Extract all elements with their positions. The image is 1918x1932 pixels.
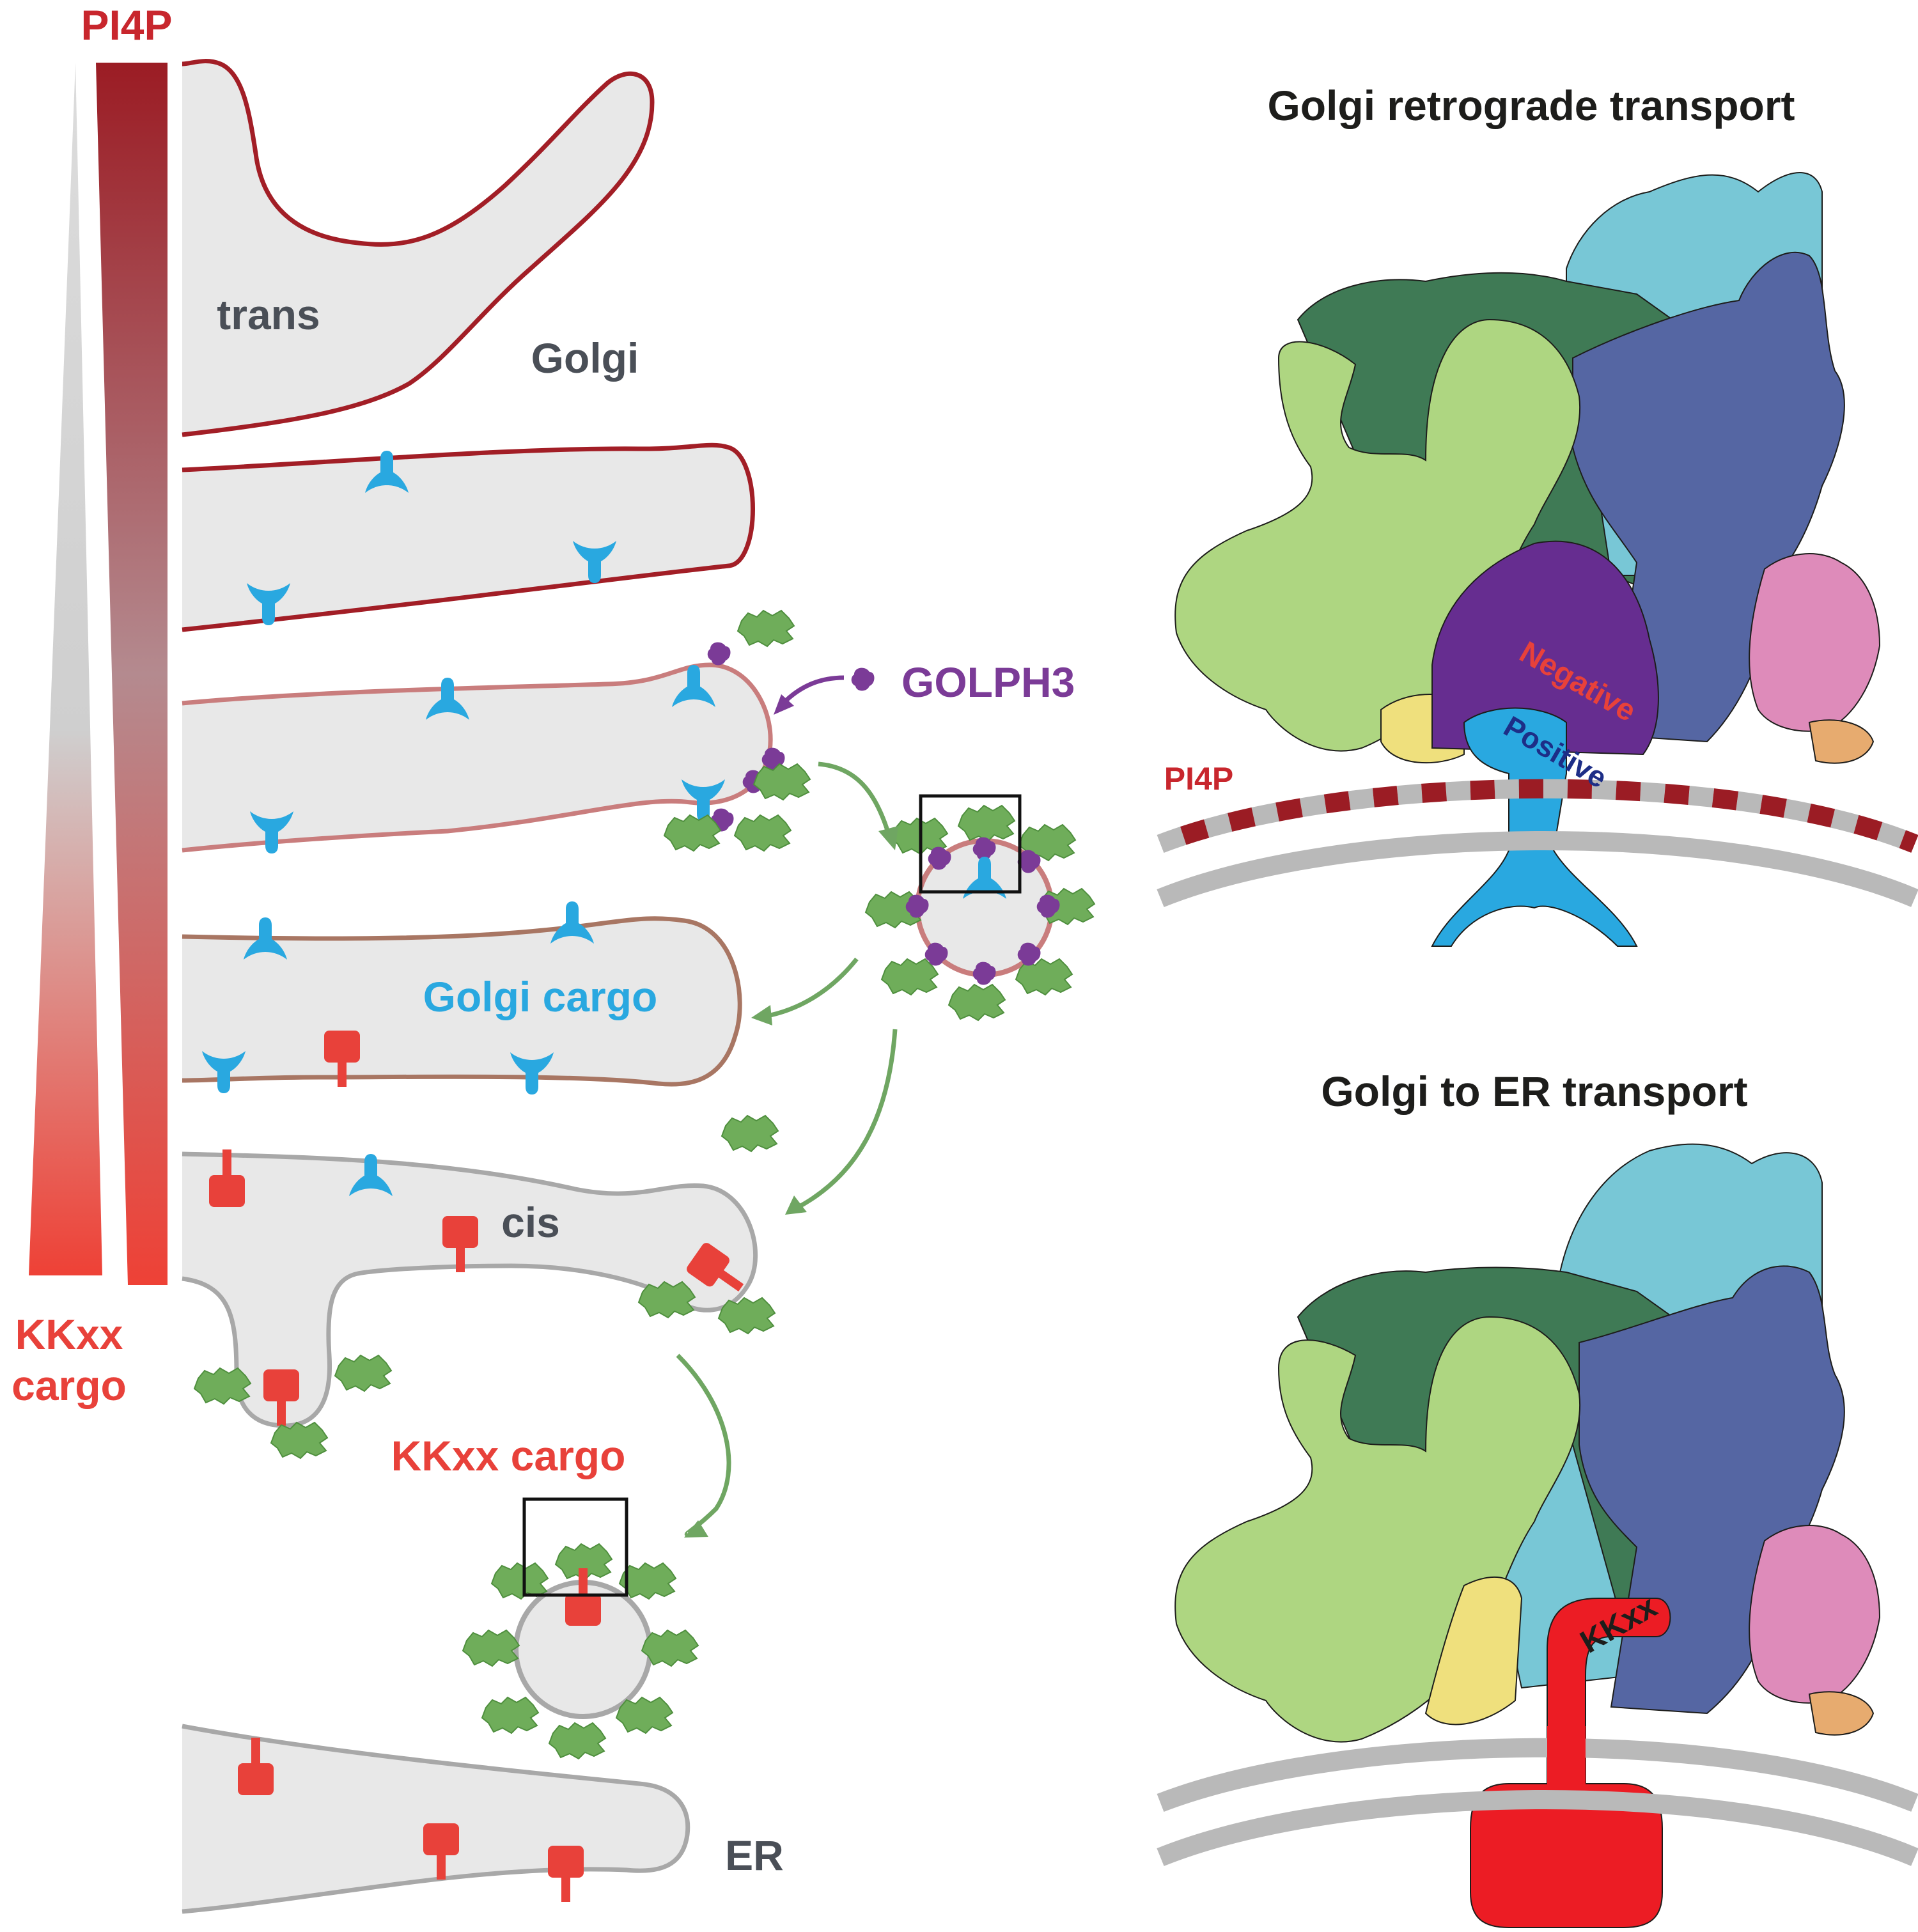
membrane-inner-arc-bottom (1157, 1790, 1918, 1866)
golgi-label: Golgi (531, 334, 639, 382)
golgi-to-er-title: Golgi to ER transport (1321, 1068, 1747, 1115)
copi-complex-bottom (1174, 1143, 1881, 1928)
kkxx-gradient-label-line1: KKxx (15, 1311, 123, 1358)
copi-coat-icon (737, 610, 795, 647)
pi4p-membrane-arc-top (1157, 779, 1918, 853)
golgi-cisterna-2 (182, 442, 755, 632)
copi-coat-icon (718, 1297, 776, 1334)
membrane-outer-arc-bottom (1157, 1738, 1918, 1812)
membrane-inner-arc-top (1157, 831, 1918, 907)
copi-coat-icon (753, 763, 811, 800)
copi-coat-icon (721, 1115, 779, 1152)
golph3-arrowhead (774, 694, 794, 715)
transport-arrowheads (684, 826, 898, 1538)
trans-label: trans (217, 291, 320, 338)
copi-coat-icon (638, 1281, 696, 1318)
copi-coat-icon (734, 814, 791, 852)
kkxx-cargo-label: KKxx cargo (391, 1432, 626, 1479)
trans-cisterna (182, 59, 655, 437)
kkxx-gradient-bar (29, 63, 102, 1275)
copi-coat-icon (664, 814, 721, 852)
kkxx-cargo-stem (1547, 1726, 1586, 1790)
er-label: ER (725, 1832, 784, 1879)
zoom-box-kkxx (522, 1497, 628, 1597)
golph3-label: GOLPH3 (901, 658, 1075, 706)
transport-arrows (676, 761, 898, 1537)
pi4p-gradient-label: PI4P (81, 1, 172, 49)
zoom-box-golph3 (919, 794, 1022, 894)
kkxx-cargo-icon (548, 1846, 584, 1902)
kkxx-copi-vesicle (462, 1543, 699, 1759)
golgi-retrograde-title: Golgi retrograde transport (1267, 82, 1795, 129)
kkxx-gradient-label-line2: cargo (12, 1362, 127, 1409)
copi-coat-icon (270, 1422, 328, 1459)
copi-complex-top (1174, 172, 1881, 947)
golph3-arrow (781, 675, 845, 705)
copi-coat-icon (194, 1367, 251, 1405)
golgi-cargo-label: Golgi cargo (423, 973, 658, 1020)
copi-coat-icon (334, 1355, 392, 1392)
cis-label: cis (501, 1199, 560, 1246)
golph3-protein-icon (851, 667, 875, 691)
golph3-protein-icon (707, 642, 731, 666)
golph3-copi-vesicle (865, 805, 1095, 1021)
kkxx-cargo-icon (687, 1243, 744, 1292)
pi4p-gradient-bar (96, 63, 168, 1285)
pi4p-membrane-label: PI4P (1164, 761, 1233, 797)
